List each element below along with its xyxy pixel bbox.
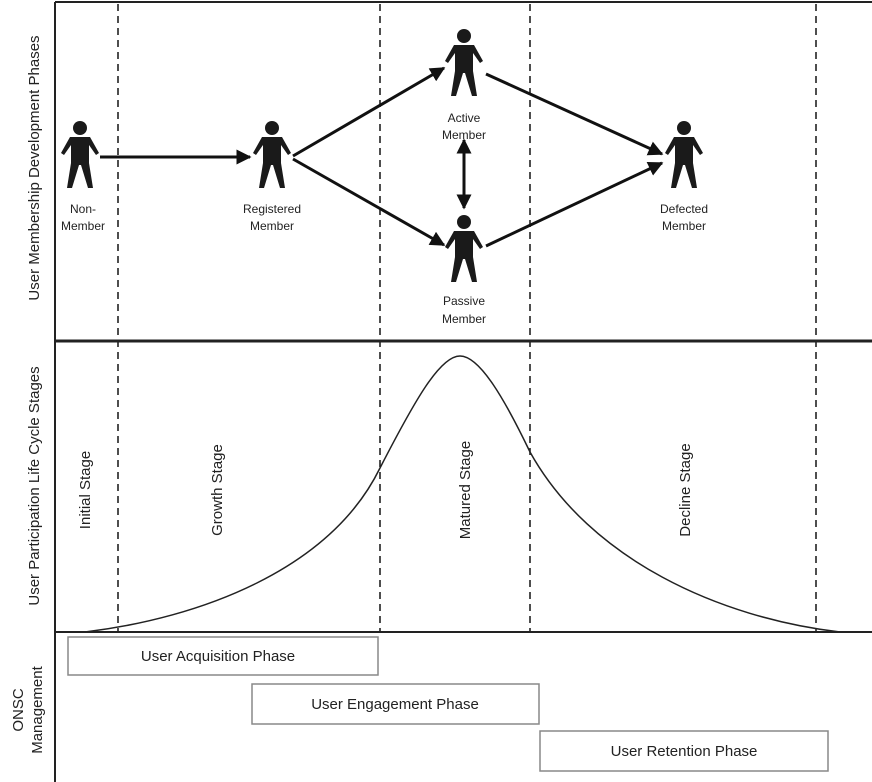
defected-member-label-2: Member: [662, 219, 706, 233]
frame: [54, 1, 872, 782]
active-member-label-2: Member: [442, 128, 486, 142]
active-member-icon: [445, 29, 483, 96]
transition-arrows: [100, 66, 664, 248]
stage-label-growth: Growth Stage: [209, 444, 226, 536]
defected-member-label-1: Defected: [660, 202, 708, 216]
phase-engagement-label: User Engagement Phase: [311, 696, 479, 713]
passive-member-icon: [445, 215, 483, 282]
row-label-management: Management: [29, 665, 46, 753]
stage-dividers: [117, 4, 817, 632]
non-member-icon: [61, 121, 99, 188]
non-member-label-1: Non-: [70, 202, 96, 216]
passive-member-label-2: Member: [442, 312, 486, 326]
row-label-membership-phases: User Membership Development Phases: [26, 35, 43, 300]
phase-engagement: User Engagement Phase: [251, 683, 540, 725]
passive-member-label-1: Passive: [443, 294, 485, 308]
phase-retention-label: User Retention Phase: [611, 743, 758, 760]
non-member-label-2: Member: [61, 219, 105, 233]
life-cycle-curve: [84, 355, 841, 633]
arrow-registered-to-passive: [292, 157, 446, 247]
row-label-onsc: ONSC: [10, 688, 27, 732]
stage-label-decline: Decline Stage: [677, 443, 694, 536]
phase-retention: User Retention Phase: [539, 730, 829, 772]
registered-member-label-2: Member: [250, 219, 294, 233]
active-member-label-1: Active: [448, 111, 481, 125]
registered-member-icon: [253, 121, 291, 188]
arrow-passive-to-defected: [485, 161, 664, 248]
stage-label-initial: Initial Stage: [77, 451, 94, 529]
defected-member-icon: [665, 121, 703, 188]
phase-acquisition-label: User Acquisition Phase: [141, 648, 295, 665]
arrow-registered-to-active: [292, 66, 446, 158]
registered-member-label-1: Registered: [243, 202, 301, 216]
stage-label-matured: Matured Stage: [457, 441, 474, 539]
phase-acquisition: User Acquisition Phase: [67, 636, 379, 676]
row-label-life-cycle-stages: User Participation Life Cycle Stages: [26, 366, 43, 605]
arrow-active-to-defected: [485, 72, 664, 156]
